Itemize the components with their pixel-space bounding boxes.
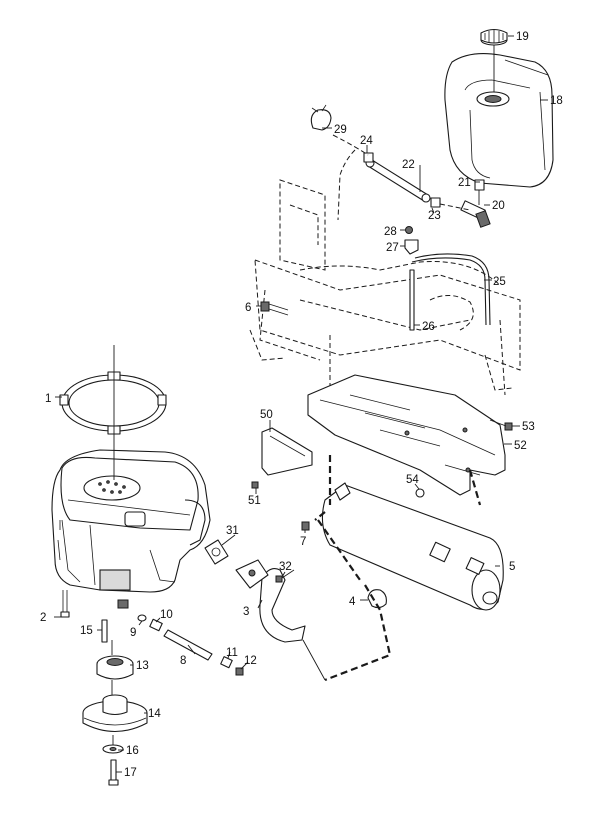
callout-7: 7 [300,536,306,548]
hose-fitting-24 [363,152,374,163]
washer-9 [137,614,147,622]
callout-11: 11 [226,647,238,659]
clip-bolt [405,226,413,234]
plug-12 [235,667,244,676]
callout-20: 20 [492,200,505,212]
fuel-valve [460,200,491,228]
callout-16: 16 [126,745,139,757]
bolt-6 [260,301,289,316]
fitting-10 [149,618,163,632]
bolt-53 [489,419,513,431]
callout-29: 29 [334,124,347,136]
fuel-cap [480,28,508,46]
key-pin [101,619,108,643]
fuel-line [411,253,491,326]
callout-4: 4 [349,596,356,608]
callout-14: 14 [148,708,161,720]
callout-53: 53 [522,421,535,433]
hose-fitting-23 [430,197,441,208]
callout-21: 21 [458,177,471,189]
tank-fitting [474,179,485,191]
washer-16 [102,744,124,754]
callout-52: 52 [514,440,527,452]
callout-8: 8 [180,655,186,667]
fuel-tube [409,269,415,331]
muffler [321,482,504,611]
callout-31: 31 [226,525,239,537]
exhaust-pipe [235,559,306,643]
hose-clamp [310,104,332,131]
bolt-2 [60,590,70,618]
hose-clip [404,239,419,255]
callout-51: 51 [248,495,261,507]
callout-18: 18 [550,95,563,107]
fuel-hose [365,158,431,203]
bolt-17 [108,759,119,786]
pulley-14 [82,694,148,732]
callout-9: 9 [130,627,136,639]
nut-54 [415,488,425,498]
callout-26: 26 [422,321,435,333]
air-filter-ring [59,371,167,435]
callout-24: 24 [360,135,373,147]
callout-12: 12 [244,655,257,667]
callout-27: 27 [386,242,399,254]
bolt-51 [251,481,259,489]
callout-2: 2 [40,612,46,624]
callout-3: 3 [243,606,249,618]
leader-lines [54,35,548,773]
heat-shield [307,374,506,496]
fuel-tank [444,53,554,188]
callout-labels: 19 18 29 24 22 21 23 20 28 27 25 26 6 1 … [40,31,563,779]
clamp-11 [220,656,233,669]
callout-10: 10 [160,609,173,621]
muffler-bracket [261,427,313,476]
exhaust-gasket [204,539,229,565]
callout-17: 17 [124,767,137,779]
callout-19: 19 [516,31,529,43]
engine [51,449,211,609]
callout-5: 5 [509,561,515,573]
chassis-frame [249,179,521,400]
pulley-13 [96,655,134,680]
callout-22: 22 [402,159,415,171]
callout-32: 32 [279,561,292,573]
bolt-7 [301,521,310,531]
callout-6: 6 [245,302,251,314]
callout-50: 50 [260,409,273,421]
callout-15: 15 [80,625,93,637]
callout-1: 1 [45,393,51,405]
callout-25: 25 [493,276,506,288]
callout-28: 28 [384,226,397,238]
bolt-32 [275,569,295,583]
callout-23: 23 [428,210,441,222]
callout-54: 54 [406,474,419,486]
callout-13: 13 [136,660,149,672]
